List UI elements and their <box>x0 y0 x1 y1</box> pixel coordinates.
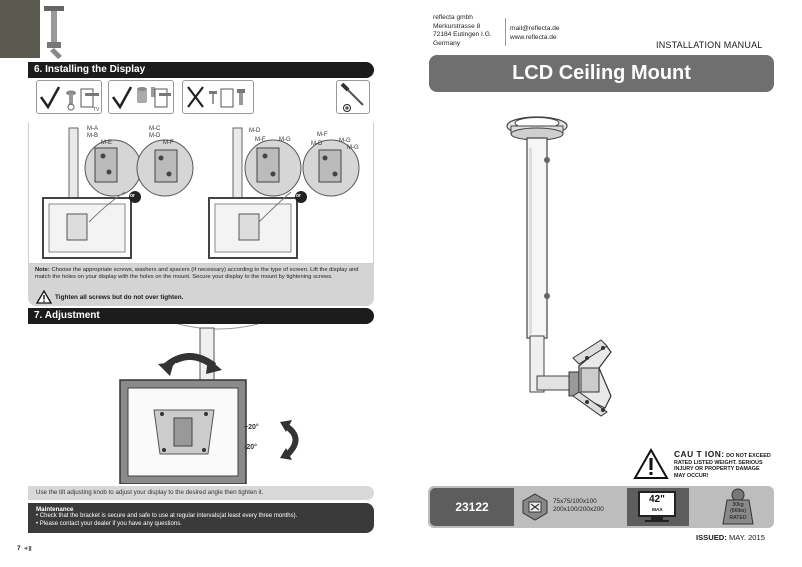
label-m-d: M-D <box>149 133 161 139</box>
warning-line: Tighten all screws but do not over tight… <box>36 290 183 304</box>
page-number-value: 7 <box>17 545 21 552</box>
note-box: Note: Choose the appropriate screws, was… <box>28 264 374 306</box>
tilt-down-label: -20° <box>244 444 257 451</box>
vesa-icon <box>522 493 548 521</box>
note-text: Choose the appropriate screws, washers a… <box>35 267 359 281</box>
warning-text: Tighten all screws but do not over tight… <box>55 293 184 301</box>
max-size-value: 42" <box>649 494 665 505</box>
weight-rating-cell: 30kg (66lbs) RATED <box>713 488 763 526</box>
caution-line: RATED LISTED WEIGHT. SERIOUS <box>674 459 763 466</box>
maintenance-box: Maintenance • Check that the bracket is … <box>28 503 374 533</box>
label-m-e: M-E <box>101 140 112 146</box>
contact-website[interactable]: www.reflecta.de <box>510 34 557 41</box>
maintenance-item: • Please contact your dealer if you have… <box>36 520 182 527</box>
adjustment-instruction: Use the tilt adjusting knob to adjust yo… <box>28 486 374 500</box>
label-m-f: M-F <box>163 140 174 146</box>
installation-manual-label: INSTALLATION MANUAL <box>656 40 763 50</box>
label-m-f-3: M-F <box>317 132 328 138</box>
address-line: 72184 Eutingen I.G. <box>433 31 492 39</box>
ceiling-mount-illustration <box>506 116 612 417</box>
weight-kg: 30kg <box>732 502 744 508</box>
screwdriver-icon <box>340 82 364 112</box>
vesa-spec: 75x75/100x100 200x100/200x200 <box>553 498 604 514</box>
caution-icon <box>633 448 669 479</box>
adjustment-svg <box>119 323 299 485</box>
weight-label: 30kg (66lbs) RATED <box>727 502 749 521</box>
label-m-f-2: M-F <box>255 137 266 143</box>
page-number: 7 ◄▮ <box>17 545 32 552</box>
company-contact: mail@reflecta.de www.reflecta.de <box>510 24 560 42</box>
vesa-line: 75x75/100x100 <box>553 498 597 505</box>
tv-size-icon <box>638 491 676 522</box>
rotate-label: 180° <box>174 363 189 370</box>
issued-date: ISSUED: MAY. 2015 <box>696 533 765 542</box>
weight-rated: RATED <box>729 514 747 521</box>
weight-icon <box>722 488 754 525</box>
note-prefix: Note: <box>35 267 50 273</box>
label-m-g: M-G <box>279 137 291 143</box>
max-size-label: MAX <box>652 508 663 513</box>
model-number: 23122 <box>430 488 514 526</box>
weight-lbs: (66lbs) <box>730 508 746 515</box>
caution-text: CAU T ION: DO NOT EXCEED RATED LISTED WE… <box>674 449 778 479</box>
label-m-a: M-A <box>87 126 98 132</box>
max-size-cell: 42" MAX <box>627 488 689 526</box>
corner-tab <box>0 0 40 58</box>
caution-heading-tail: DO NOT EXCEED <box>726 453 771 459</box>
tilt-up-label: +20° <box>244 424 259 431</box>
check-icon <box>39 86 61 110</box>
hardware-option-incorrect <box>182 80 254 114</box>
svg-text:TV: TV <box>93 107 100 113</box>
contact-email[interactable]: mail@reflecta.de <box>510 25 560 32</box>
company-address: reflecta gmbh Merkurstrasse 8 72184 Euti… <box>433 14 492 48</box>
warning-icon <box>36 290 52 304</box>
or-badge-1: or <box>130 193 135 199</box>
label-m-b: M-B <box>87 133 98 139</box>
caution-heading: CAU T ION: <box>674 449 725 459</box>
caution-line: MAY OCCUR! <box>674 472 709 479</box>
label-m-g-3: M-G <box>347 145 359 151</box>
label-m-g-2: M-G <box>339 138 351 144</box>
maintenance-title: Maintenance <box>36 506 74 513</box>
caution-line: INJURY OR PROPERTY DAMAGE <box>674 466 760 473</box>
issued-label: ISSUED: <box>696 533 727 542</box>
label-m-d-2: M-D <box>249 128 261 134</box>
issued-value: MAY. 2015 <box>728 533 765 542</box>
vesa-line: 200x100/200x200 <box>553 506 604 513</box>
address-line: Merkurstrasse 8 <box>433 22 481 30</box>
check-icon <box>111 86 133 110</box>
mini-mount-icon <box>44 6 64 59</box>
section-6-header: 6. Installing the Display <box>28 62 374 78</box>
label-m-c: M-C <box>149 126 161 132</box>
label-m-d-3: M-D <box>311 141 323 147</box>
section-7-header: 7. Adjustment <box>28 308 374 324</box>
adjustment-diagram: 180° +20° -20° <box>28 323 374 485</box>
page-arrow-icon: ◄▮ <box>22 546 32 552</box>
address-line: Germany <box>433 39 461 47</box>
header-divider <box>505 18 506 46</box>
hardware-option-b <box>108 80 174 114</box>
hardware-option-a: TV <box>36 80 102 114</box>
address-line: reflecta gmbh <box>433 14 473 21</box>
mount-diagram-svg <box>42 127 360 259</box>
product-title: LCD Ceiling Mount <box>429 55 774 92</box>
product-illustration <box>429 96 774 478</box>
maintenance-item: • Check that the bracket is secure and s… <box>36 513 298 520</box>
screwdriver-icon-box <box>336 80 370 114</box>
cross-icon <box>187 86 204 108</box>
installation-diagram: M-A M-B M-E M-C M-D M-F M-D M-F M-G M-F … <box>28 122 374 264</box>
or-badge-2: or <box>296 193 301 199</box>
